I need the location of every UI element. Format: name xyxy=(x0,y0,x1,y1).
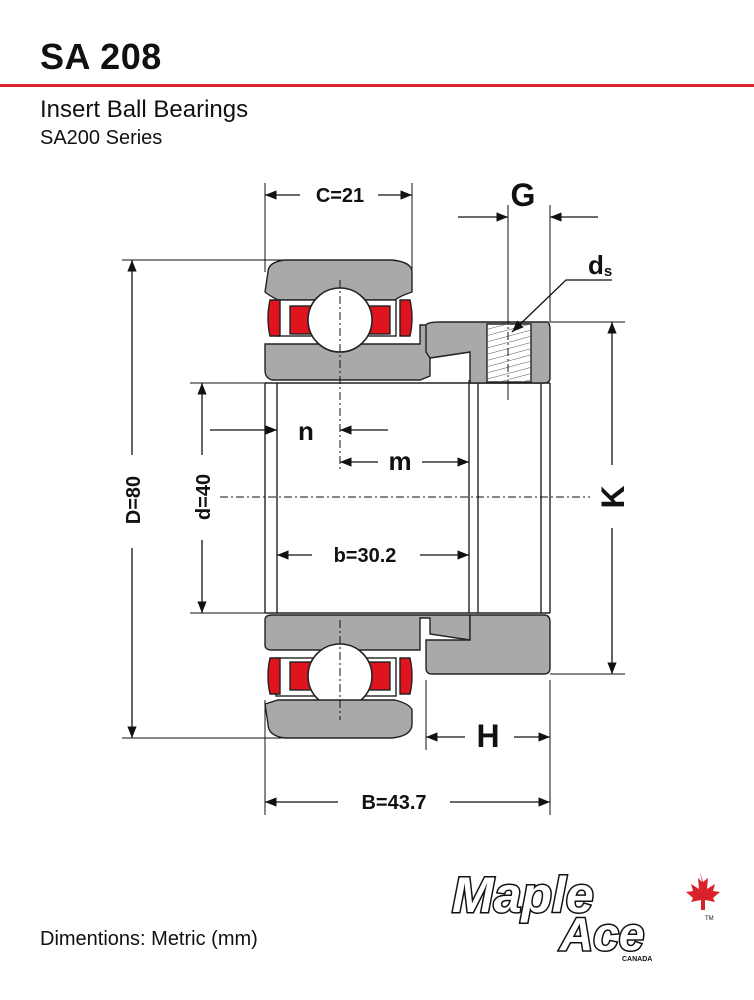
logo-tm: TM xyxy=(705,916,714,922)
dim-ds-main: d xyxy=(588,250,604,280)
dimension-arrows xyxy=(127,190,617,807)
dim-bwidth-label: B=43.7 xyxy=(361,792,426,814)
maple-leaf-icon xyxy=(686,872,720,910)
dim-c-label: C=21 xyxy=(316,185,364,207)
product-type: Insert Ball Bearings xyxy=(40,96,249,123)
logo-line1: Maple xyxy=(452,867,594,923)
bearing-body xyxy=(264,259,551,739)
series-label: SA200 Series xyxy=(40,127,163,149)
dim-m-label: m xyxy=(388,446,411,476)
dim-ds-label: ds xyxy=(588,250,612,280)
units-note: Dimentions: Metric (mm) xyxy=(40,928,258,950)
dim-ds-sub: s xyxy=(604,263,612,280)
logo-line2: Ace xyxy=(559,908,644,960)
dim-k-label: K xyxy=(595,485,631,508)
dim-d-bore-label: d=40 xyxy=(193,474,215,520)
dim-n-label: n xyxy=(298,416,314,446)
dim-h-label: H xyxy=(476,718,499,754)
page-title: SA 208 xyxy=(40,36,162,77)
title-divider xyxy=(0,84,754,87)
logo-country: CANADA xyxy=(622,956,652,963)
center-lines xyxy=(220,280,590,720)
dim-d-outer-label: D=80 xyxy=(123,476,145,524)
dim-b-label: b=30.2 xyxy=(334,545,397,567)
brand-logo: Maple Ace CANADA TM xyxy=(451,866,720,963)
dim-g-label: G xyxy=(511,177,536,213)
